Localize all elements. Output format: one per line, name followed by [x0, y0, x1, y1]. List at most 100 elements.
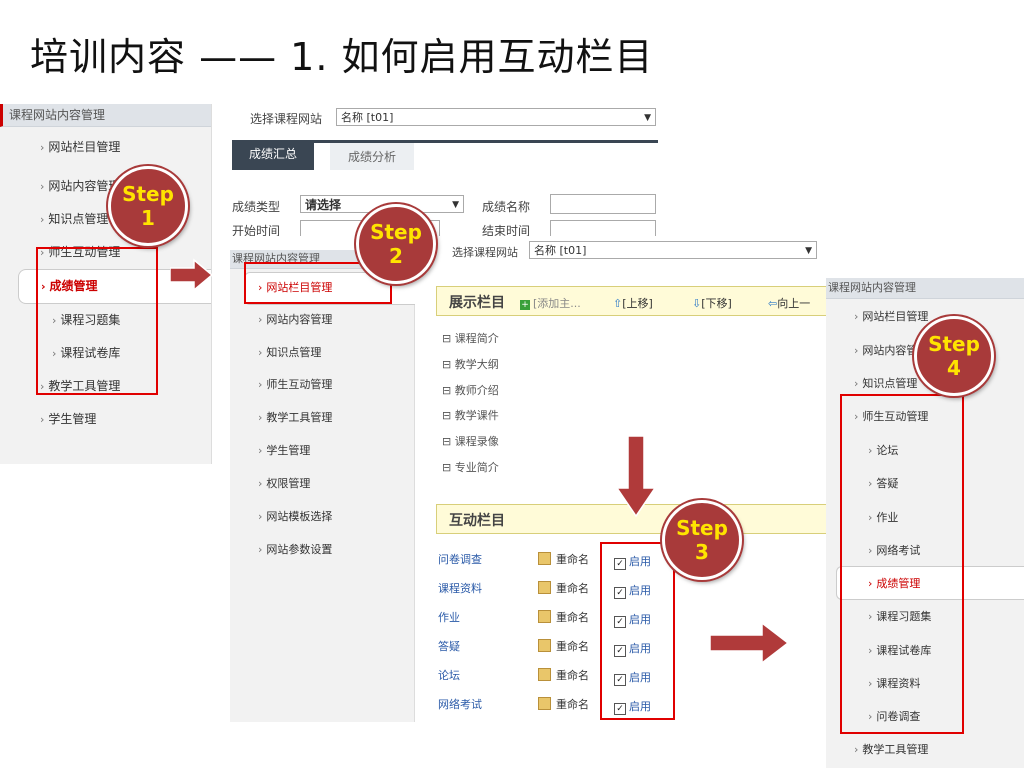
interactive-row-name[interactable]: 问卷调查 — [438, 553, 482, 566]
panel3-item-11[interactable]: ›课程试卷库 — [868, 644, 932, 657]
slide-title: 培训内容 —— 1. 如何启用互动栏目 — [30, 35, 654, 79]
panel1-item-9[interactable]: ›学生管理 — [40, 412, 97, 426]
collapse-icon: ⊟ — [442, 435, 452, 448]
tree-item-5[interactable]: ⊟ 课程录像 — [442, 435, 499, 448]
interactive-row-name[interactable]: 网络考试 — [438, 698, 482, 711]
checkbox-checked-icon: ✓ — [614, 558, 626, 570]
interactive-row-name[interactable]: 论坛 — [438, 669, 460, 682]
tree-item-6[interactable]: ⊟ 专业简介 — [442, 461, 499, 474]
collapse-icon: ⊟ — [442, 461, 452, 474]
panel2-item-5[interactable]: ›教学工具管理 — [258, 411, 333, 424]
panel1-item-2[interactable]: ›网站内容管理 — [40, 179, 121, 193]
panel3-item-4[interactable]: ›师生互动管理 — [854, 410, 929, 423]
rename-icon — [538, 552, 551, 565]
tree-item-1[interactable]: ⊟ 课程简介 — [442, 332, 499, 345]
panel3-item-7[interactable]: ›作业 — [868, 511, 899, 524]
chevron-right-icon: › — [854, 344, 859, 357]
enable-checkbox[interactable]: ✓启用 — [614, 611, 651, 628]
move-up-tool[interactable]: ⇧[上移] — [613, 297, 653, 310]
tree-item-4[interactable]: ⊟ 教学课件 — [442, 409, 499, 422]
panel3-item-10[interactable]: ›课程习题集 — [868, 610, 932, 623]
interactive-row-name[interactable]: 答疑 — [438, 640, 460, 653]
panel2-site-select[interactable]: 名称 [t01]▼ — [529, 241, 817, 259]
chevron-right-icon: › — [40, 141, 45, 154]
panel1-name-label: 成绩名称 — [482, 200, 531, 214]
chevron-right-icon: › — [854, 377, 859, 390]
checkbox-checked-icon: ✓ — [614, 587, 626, 599]
chevron-right-icon: › — [868, 577, 873, 590]
interactive-row-name[interactable]: 作业 — [438, 611, 460, 624]
panel2-item-4[interactable]: ›师生互动管理 — [258, 378, 333, 391]
panel1-site-label: 选择课程网站 — [250, 112, 323, 126]
rename-button[interactable]: 重命名 — [538, 667, 589, 683]
arrow-left-icon: ⇦ — [768, 297, 778, 310]
panel2-item-7[interactable]: ›权限管理 — [258, 477, 311, 490]
interactive-row-name[interactable]: 课程资料 — [438, 582, 482, 595]
panel2-item-2[interactable]: ›网站内容管理 — [258, 313, 333, 326]
chevron-right-icon: › — [52, 314, 57, 327]
panel3-list-top: ›网站栏目管理 ›网站内容管理 ›知识点管理 ›师生互动管理 — [854, 300, 928, 434]
enable-checkbox[interactable]: ✓启用 — [614, 582, 651, 599]
panel1-item-6[interactable]: ›课程习题集 — [52, 313, 121, 327]
panel3-highlight-box — [840, 394, 964, 734]
panel2-item-1-active[interactable]: ›网站栏目管理 — [258, 281, 333, 294]
panel3-item-12[interactable]: ›课程资料 — [868, 677, 921, 690]
panel1-item-7[interactable]: ›课程试卷库 — [52, 346, 121, 360]
panel1-item-8[interactable]: ›教学工具管理 — [40, 379, 121, 393]
panel1-tab-analysis[interactable]: 成绩分析 — [330, 143, 414, 170]
panel2-sidebar-list: ›网站栏目管理 ›网站内容管理 ›知识点管理 ›师生互动管理 ›教学工具管理 ›… — [258, 272, 332, 566]
add-main-tool[interactable]: +[添加主... — [520, 297, 581, 310]
rename-icon — [538, 639, 551, 652]
enable-checkbox[interactable]: ✓启用 — [614, 553, 651, 570]
panel1-item-1[interactable]: ›网站栏目管理 — [40, 140, 121, 154]
move-down-tool[interactable]: ⇩[下移] — [692, 297, 732, 310]
move-level-up-tool[interactable]: ⇦向上一 — [768, 297, 811, 310]
collapse-icon: ⊟ — [442, 384, 452, 397]
chevron-right-icon: › — [40, 246, 45, 259]
panel3-item-5[interactable]: ›论坛 — [868, 444, 899, 457]
panel1-name-input[interactable] — [550, 194, 656, 214]
panel3-item-13[interactable]: ›问卷调查 — [868, 710, 921, 723]
panel2-site-label: 选择课程网站 — [452, 246, 518, 259]
panel1-tab-summary[interactable]: 成绩汇总 — [232, 140, 314, 170]
panel1-site-select[interactable]: 名称 [t01]▼ — [336, 108, 656, 126]
chevron-right-icon: › — [40, 213, 45, 226]
enable-checkbox[interactable]: ✓启用 — [614, 669, 651, 686]
panel3-item-14[interactable]: ›教学工具管理 — [854, 743, 929, 756]
dropdown-arrow-icon: ▼ — [805, 246, 812, 256]
panel2-enable-highlight-box — [600, 542, 675, 720]
rename-button[interactable]: 重命名 — [538, 551, 589, 567]
chevron-right-icon: › — [854, 743, 859, 756]
tree-item-3[interactable]: ⊟ 教师介绍 — [442, 384, 499, 397]
panel3-item-6[interactable]: ›答疑 — [868, 477, 899, 490]
panel1-sidebar-head: 课程网站内容管理 — [0, 104, 211, 127]
rename-button[interactable]: 重命名 — [538, 580, 589, 596]
panel3-item-3[interactable]: ›知识点管理 — [854, 377, 918, 390]
chevron-right-icon: › — [40, 413, 45, 426]
rename-button[interactable]: 重命名 — [538, 696, 589, 712]
chevron-right-icon: › — [868, 644, 873, 657]
panel3-item-9-active[interactable]: ›成绩管理 — [868, 577, 921, 590]
display-columns-title: 展示栏目 — [449, 295, 505, 311]
tree-item-2[interactable]: ⊟ 教学大纲 — [442, 358, 499, 371]
rename-icon — [538, 610, 551, 623]
panel3-list-bottom: ›教学工具管理 — [854, 734, 928, 766]
checkbox-checked-icon: ✓ — [614, 703, 626, 715]
checkbox-checked-icon: ✓ — [614, 645, 626, 657]
enable-checkbox[interactable]: ✓启用 — [614, 640, 651, 657]
panel3-item-8[interactable]: ›网络考试 — [868, 544, 921, 557]
enable-checkbox[interactable]: ✓启用 — [614, 698, 651, 715]
panel2-item-9[interactable]: ›网站参数设置 — [258, 543, 333, 556]
panel3-item-1[interactable]: ›网站栏目管理 — [854, 310, 929, 323]
chevron-right-icon: › — [868, 444, 873, 457]
panel2-item-3[interactable]: ›知识点管理 — [258, 346, 322, 359]
panel3-item-2[interactable]: ›网站内容管理 — [854, 344, 929, 357]
rename-button[interactable]: 重命名 — [538, 609, 589, 625]
panel2-item-8[interactable]: ›网站模板选择 — [258, 510, 333, 523]
panel1-item-3[interactable]: ›知识点管理 — [40, 212, 109, 226]
panel2-item-6[interactable]: ›学生管理 — [258, 444, 311, 457]
rename-button[interactable]: 重命名 — [538, 638, 589, 654]
chevron-right-icon: › — [258, 346, 263, 359]
chevron-right-icon: › — [40, 180, 45, 193]
